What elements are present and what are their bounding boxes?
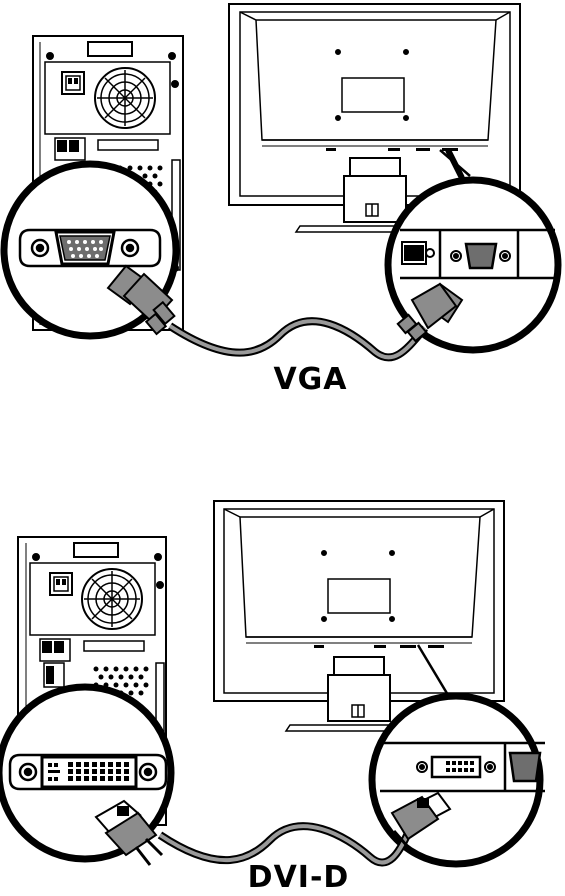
vga-illustration <box>0 0 565 420</box>
power-socket-icon <box>62 72 84 94</box>
vga-port-icon <box>20 230 160 266</box>
dvi-port-icon <box>10 755 166 789</box>
vga-label: VGA <box>28 362 565 397</box>
dvi-label: DVI-D <box>16 860 565 895</box>
fan-icon <box>95 68 155 128</box>
dvi-diagram: DVI-D <box>0 495 565 896</box>
fan-icon <box>82 569 142 629</box>
magnifier-circle-icon <box>372 696 545 864</box>
power-socket-icon <box>50 573 72 595</box>
dvi-illustration <box>0 495 565 896</box>
vga-diagram: VGA <box>0 0 565 420</box>
